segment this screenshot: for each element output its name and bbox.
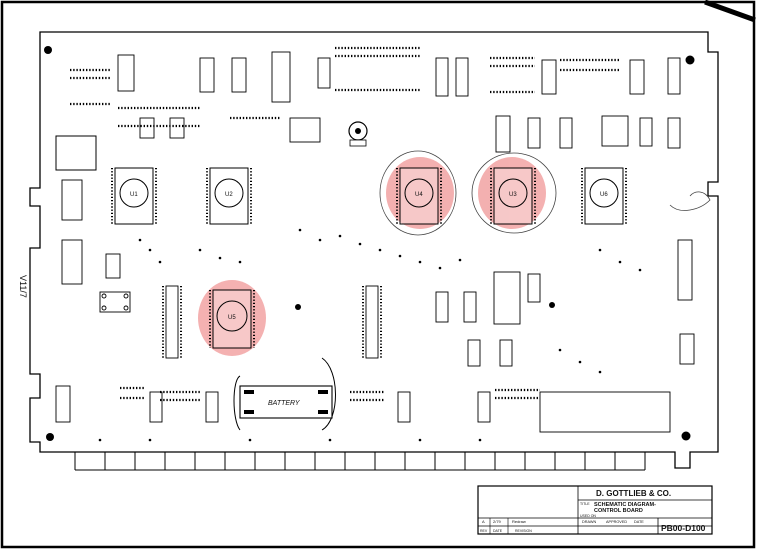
chip-u3-label: U3 bbox=[509, 192, 517, 198]
title-line-1: SCHEMATIC DIAGRAM- bbox=[594, 502, 656, 508]
title-line-2: CONTROL BOARD bbox=[594, 508, 643, 514]
board-outline bbox=[29, 31, 719, 469]
revision-letter: A bbox=[482, 519, 485, 524]
revision-col-label: REVISION bbox=[515, 529, 532, 533]
chip-highlights bbox=[198, 157, 546, 356]
transistor-cluster bbox=[99, 291, 131, 313]
board-edge-label: V11/7 bbox=[18, 275, 28, 298]
dip-chips bbox=[55, 51, 695, 433]
rev-col-label: REV bbox=[480, 529, 488, 533]
crystal bbox=[348, 121, 368, 147]
title-block: D. GOTTLIEB & CO. TITLE SCHEMATIC DIAGRA… bbox=[477, 485, 713, 535]
date-label: DATE bbox=[634, 520, 644, 524]
chip-u2: U2 bbox=[209, 167, 249, 225]
approved-label: APPROVED bbox=[606, 520, 627, 524]
title-prefix: TITLE bbox=[580, 502, 590, 506]
chip-u3: U3 bbox=[493, 167, 533, 225]
battery-label: BATTERY bbox=[268, 400, 301, 407]
chip-u6-label: U6 bbox=[600, 192, 608, 198]
drawing-number: PB00-D100 bbox=[661, 523, 706, 533]
date-col-label: DATE bbox=[493, 529, 503, 533]
drawn-label: DRAWN bbox=[582, 520, 596, 524]
chip-pins bbox=[111, 168, 627, 358]
chip-u5-label: U5 bbox=[228, 315, 236, 321]
edge-connector-fingers bbox=[74, 452, 646, 471]
chip-u1-label: U1 bbox=[130, 192, 138, 198]
revision-date: 2/79 bbox=[493, 519, 502, 524]
pin-rows bbox=[70, 46, 620, 402]
chip-u5: U5 bbox=[212, 289, 252, 349]
chip-u1: U1 bbox=[114, 167, 154, 225]
chip-u4: U4 bbox=[399, 167, 439, 225]
mounting-holes bbox=[44, 46, 695, 441]
vias bbox=[98, 228, 642, 442]
regulator-block bbox=[55, 135, 97, 171]
revision-note: Redraw bbox=[512, 519, 526, 524]
chip-u4-label: U4 bbox=[415, 192, 423, 198]
battery: BATTERY bbox=[233, 357, 336, 431]
chip-u2-label: U2 bbox=[225, 192, 233, 198]
used-on-label: USED ON bbox=[580, 514, 596, 518]
corner-mark bbox=[704, 0, 756, 23]
chip-u6: U6 bbox=[584, 167, 624, 225]
hand-drawn-annotation bbox=[379, 150, 711, 236]
company-name: D. GOTTLIEB & CO. bbox=[596, 489, 671, 498]
